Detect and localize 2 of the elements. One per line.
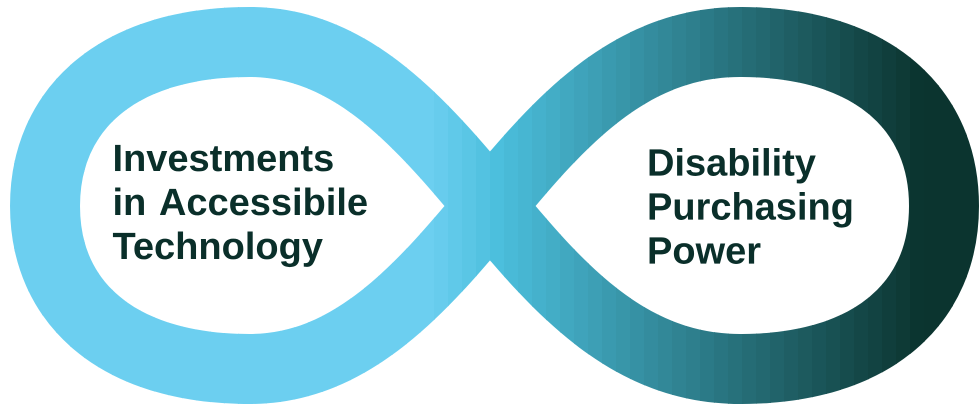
loop-label: Disability Purchasing Power <box>650 148 852 264</box>
loop-label: Investments in Accessibile Technology <box>112 144 367 268</box>
